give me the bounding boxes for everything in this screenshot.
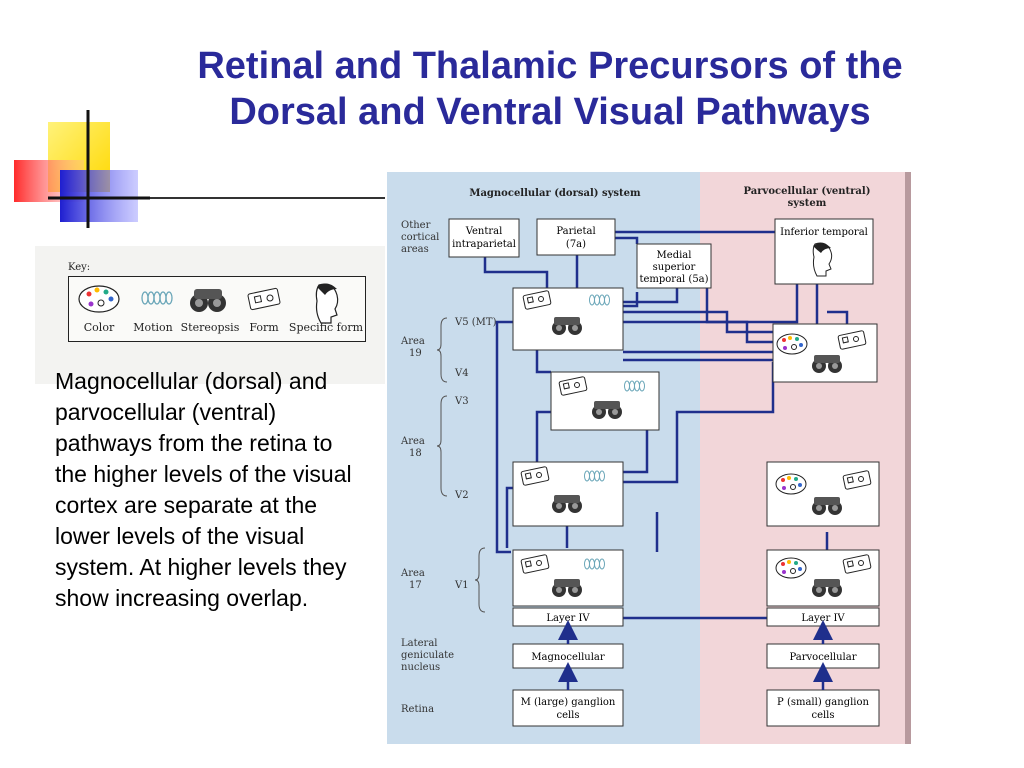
box-m-ganglion: M (large) ganglion cells <box>512 689 624 727</box>
decorative-corner-graphic <box>10 110 150 230</box>
color-palette-icon <box>78 285 120 313</box>
label-lgn-1: Lateral <box>401 638 437 649</box>
label-v5: V5 (MT) <box>454 317 497 328</box>
key-item-specific-form: Specific form <box>288 321 364 334</box>
ventral-intraparietal-line-2: intraparietal <box>452 239 516 250</box>
form-card-icon <box>247 287 281 311</box>
parietal-line-2: (7a) <box>566 239 586 250</box>
box-parvo-v2 <box>766 461 880 527</box>
label-area19-1: Area <box>400 336 425 347</box>
label-area17-2: 17 <box>409 580 422 591</box>
parvo-header-line-2: system <box>788 198 827 209</box>
box-parvo-v4 <box>772 323 878 383</box>
label-v3: V3 <box>454 396 469 407</box>
key-item-color: Color <box>83 321 115 334</box>
layer-iv-magno-label: Layer IV <box>546 613 590 624</box>
mst-line-2: superior <box>653 262 696 273</box>
box-magno-v5 <box>512 287 624 351</box>
box-magno-v1 <box>512 549 624 607</box>
title-line-2: Dorsal and Ventral Visual Pathways <box>229 90 871 133</box>
label-retina: Retina <box>401 704 434 715</box>
inferior-temporal-label: Inferior temporal <box>780 227 868 238</box>
layer-iv-parvo-label: Layer IV <box>801 613 845 624</box>
box-p-ganglion: P (small) ganglion cells <box>766 689 880 727</box>
m-ganglion-line-1: M (large) ganglion <box>521 697 616 708</box>
box-magnocellular: Magnocellular <box>512 643 624 669</box>
face-profile-icon <box>812 242 833 277</box>
key-item-form: Form <box>249 321 279 334</box>
box-parvocellular: Parvocellular <box>766 643 880 669</box>
key-item-motion: Motion <box>133 321 173 334</box>
magno-header: Magnocellular (dorsal) system <box>469 188 641 199</box>
box-magno-v2 <box>512 461 624 527</box>
label-area18-2: 18 <box>409 448 422 459</box>
label-area19-2: 19 <box>409 348 422 359</box>
parvocellular-label: Parvocellular <box>790 652 857 663</box>
key-legend-box: Color Motion Stereopsis Form Specific fo… <box>68 276 366 342</box>
box-inferior-temporal: Inferior temporal <box>774 218 874 285</box>
p-ganglion-line-2: cells <box>811 710 834 721</box>
label-area17-1: Area <box>400 568 425 579</box>
label-lgn-2: geniculate <box>401 650 454 661</box>
key-label: Key: <box>68 262 91 273</box>
magnocellular-label: Magnocellular <box>531 652 605 663</box>
mst-line-1: Medial <box>657 250 692 261</box>
box-layer-iv-magno: Layer IV <box>512 607 624 627</box>
binoculars-icon <box>190 289 226 312</box>
box-magno-v3 <box>550 371 660 431</box>
label-area18-1: Area <box>400 436 425 447</box>
parvo-header-line-1: Parvocellular (ventral) <box>744 186 871 197</box>
visual-pathways-diagram: Magnocellular (dorsal) system Parvocellu… <box>387 172 911 749</box>
label-other-2: cortical <box>401 232 439 243</box>
label-v4: V4 <box>454 368 469 379</box>
ventral-intraparietal-line-1: Ventral <box>465 226 503 237</box>
page-title: Retinal and Thalamic Precursors of the D… <box>110 44 990 135</box>
parietal-line-1: Parietal <box>556 226 595 237</box>
box-medial-superior-temporal: Medial superior temporal (5a) <box>636 243 712 289</box>
label-other-1: Other <box>401 220 431 231</box>
motion-icon <box>141 291 173 305</box>
label-lgn-3: nucleus <box>401 662 440 673</box>
box-parietal: Parietal (7a) <box>536 218 616 256</box>
description-paragraph: Magnocellular (dorsal) and parvocellular… <box>55 368 352 612</box>
box-ventral-intraparietal: Ventral intraparietal <box>448 218 520 258</box>
label-other-3: areas <box>401 244 429 255</box>
box-parvo-v1 <box>766 549 880 607</box>
decorative-horizontal-rule <box>150 197 385 199</box>
title-line-1: Retinal and Thalamic Precursors of the <box>197 45 903 87</box>
key-item-stereopsis: Stereopsis <box>180 321 240 334</box>
m-ganglion-line-2: cells <box>556 710 579 721</box>
label-v1: V1 <box>454 580 469 591</box>
p-ganglion-line-1: P (small) ganglion <box>777 697 869 708</box>
face-profile-icon <box>315 283 339 324</box>
mst-line-3: temporal (5a) <box>639 274 708 285</box>
label-v2: V2 <box>454 490 469 501</box>
box-layer-iv-parvo: Layer IV <box>766 607 880 627</box>
